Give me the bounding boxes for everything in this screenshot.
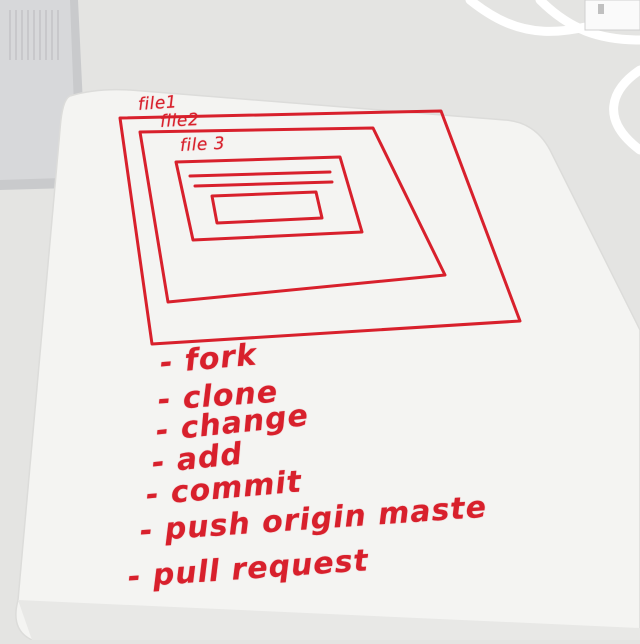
- file2-label: file2: [159, 109, 200, 132]
- inner-box: [210, 190, 324, 225]
- speaker-grille: [9, 10, 59, 60]
- laptop-corner: [0, 0, 86, 190]
- file1-box: [118, 109, 522, 346]
- file2-box: [138, 126, 447, 304]
- nested-files-diagram: [118, 109, 522, 346]
- power-adapter: [584, 0, 640, 31]
- file3-box: [174, 155, 364, 242]
- file3-label: file 3: [179, 133, 226, 156]
- content-line-2: [193, 180, 334, 188]
- content-line-1: [188, 170, 332, 178]
- whiteboard-edge-shadow: [18, 600, 640, 640]
